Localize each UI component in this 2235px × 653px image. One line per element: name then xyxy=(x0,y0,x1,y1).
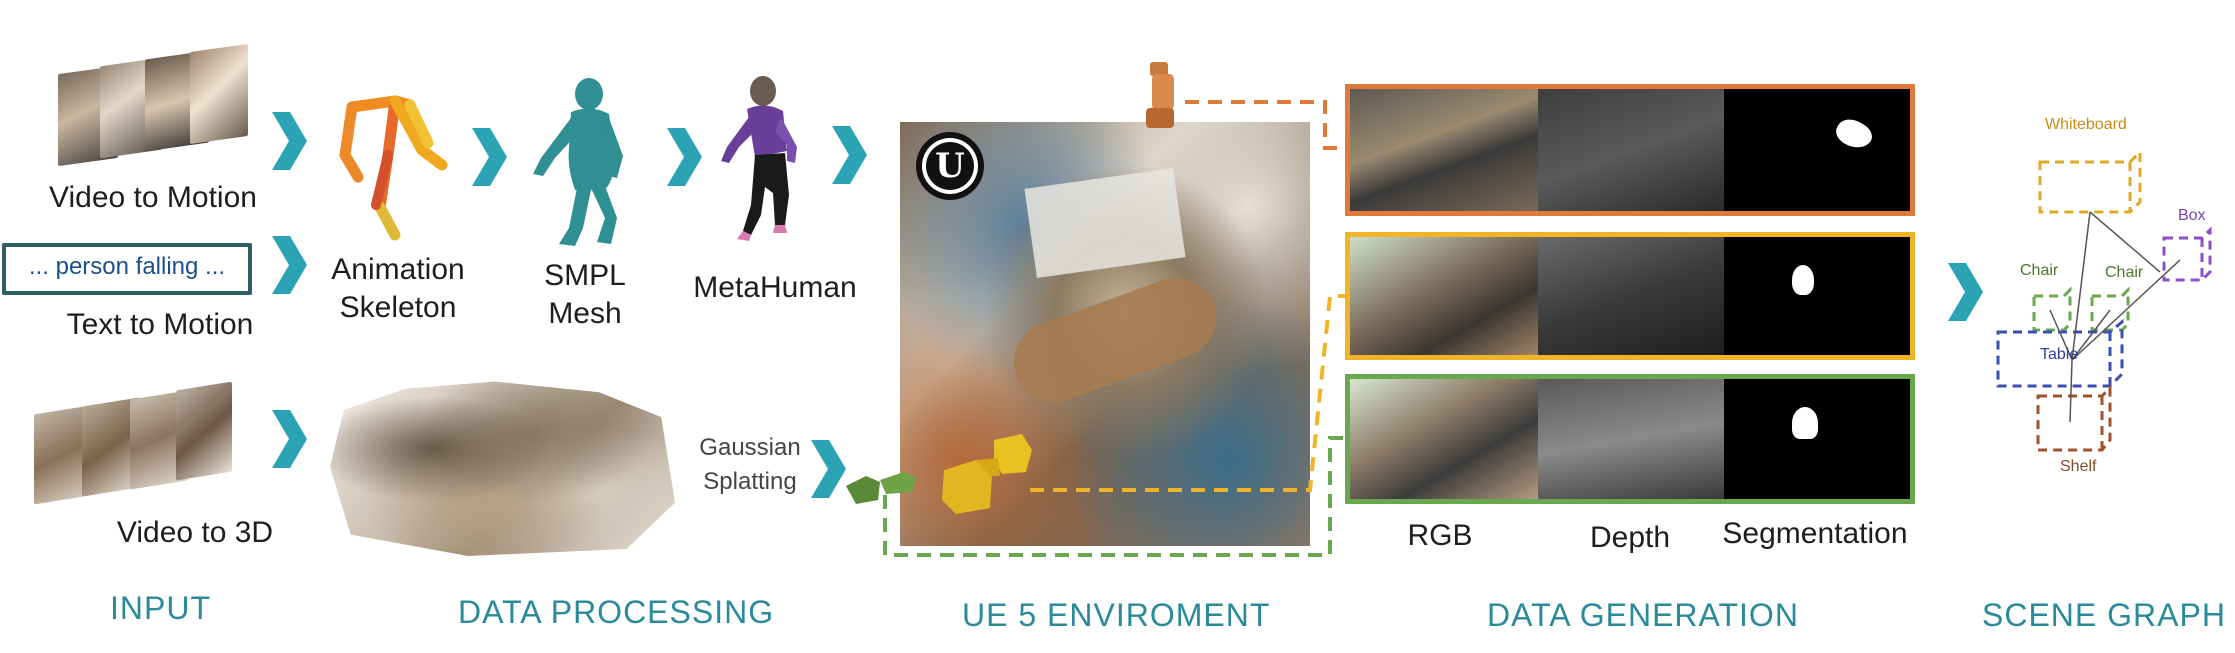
rgb-image-yellow xyxy=(1350,237,1538,355)
video-to-3d-label: Video to 3D xyxy=(116,516,274,549)
generation-frame-yellow xyxy=(1345,232,1915,360)
depth-image-orange xyxy=(1538,89,1724,211)
smpl-mesh-figure xyxy=(533,78,623,246)
gaussian-splatting-label-2: Splatting xyxy=(703,468,797,495)
metahuman-label: MetaHuman xyxy=(693,271,857,304)
section-scene-graph: SCENE GRAPH xyxy=(1982,597,2226,633)
depth-image-yellow xyxy=(1538,237,1724,355)
scene-node-whiteboard: Whiteboard xyxy=(2045,116,2127,133)
gaussian-splat-pointcloud xyxy=(330,381,675,556)
camera-green-icon xyxy=(846,472,916,504)
animation-skeleton-label-1: Animation xyxy=(331,253,465,286)
segmentation-label: Segmentation xyxy=(1722,517,1908,550)
scene-node-chair-1: Chair xyxy=(2020,262,2059,279)
metahuman-figure xyxy=(721,76,797,241)
segmentation-image-orange xyxy=(1724,89,1910,211)
unreal-engine-logo: U xyxy=(916,132,984,200)
gaussian-splatting-label-1: Gaussian xyxy=(699,434,801,461)
text-to-motion-label: Text to Motion xyxy=(66,308,254,341)
camera-yellow-icon xyxy=(942,434,1032,514)
section-ue5-environment: UE 5 ENVIROMENT xyxy=(962,597,1271,633)
depth-image-green xyxy=(1538,379,1724,499)
chevron-right-icon xyxy=(272,236,307,294)
animation-skeleton-figure xyxy=(339,95,448,241)
chevron-right-icon xyxy=(1948,263,1983,321)
scene-graph xyxy=(1996,148,2212,452)
camera-orange-icon xyxy=(1146,62,1174,128)
generation-frame-green xyxy=(1345,374,1915,504)
chevron-right-icon xyxy=(832,126,867,184)
rgb-image-green xyxy=(1350,379,1538,499)
segmentation-image-yellow xyxy=(1724,237,1910,355)
smpl-mesh-label-2: Mesh xyxy=(548,297,622,330)
chevron-right-icon xyxy=(472,128,507,186)
animation-skeleton-label-2: Skeleton xyxy=(339,291,457,324)
scene-node-shelf: Shelf xyxy=(2060,458,2097,475)
scene-node-table: Table xyxy=(2040,346,2079,363)
rgb-label: RGB xyxy=(1407,519,1473,552)
depth-label: Depth xyxy=(1589,521,1671,554)
segmentation-image-green xyxy=(1724,379,1910,499)
scene-node-chair-2: Chair xyxy=(2105,264,2144,281)
chevron-right-icon xyxy=(272,410,307,468)
video-to-motion-label: Video to Motion xyxy=(49,181,257,214)
section-data-processing: DATA PROCESSING xyxy=(458,594,775,630)
chevron-right-icon xyxy=(272,112,307,170)
scene-node-box: Box xyxy=(2178,207,2206,224)
text-prompt: ... person falling ... xyxy=(28,253,226,280)
text-prompt-box xyxy=(2,243,252,295)
section-input: INPUT xyxy=(110,590,211,626)
chevron-right-icon xyxy=(811,440,846,498)
chevron-right-icon xyxy=(667,128,702,186)
generation-frame-orange xyxy=(1345,84,1915,216)
rgb-image-orange xyxy=(1350,89,1538,211)
section-data-generation: DATA GENERATION xyxy=(1487,597,1799,633)
smpl-mesh-label-1: SMPL xyxy=(544,259,626,292)
